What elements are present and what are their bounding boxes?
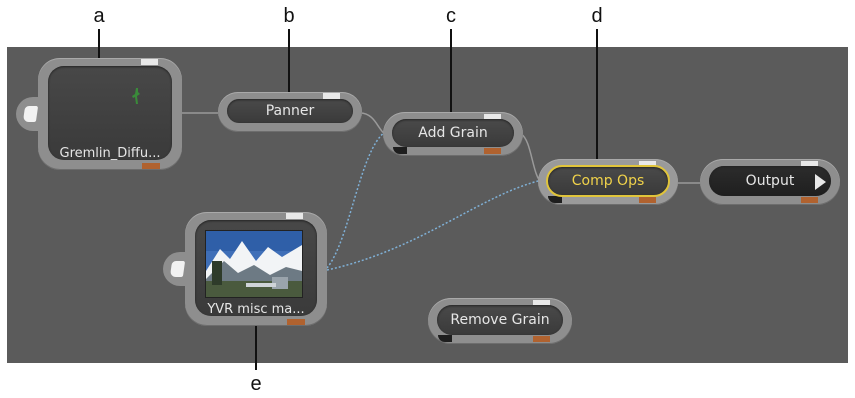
mountain-photo-thumbnail xyxy=(205,230,303,298)
node-panner[interactable]: Panner xyxy=(218,92,362,132)
node-label: Add Grain xyxy=(392,119,514,147)
node-label: Remove Grain xyxy=(437,305,563,335)
node-output[interactable]: Output xyxy=(700,159,840,205)
callout-d: d xyxy=(591,5,603,27)
mask-tab[interactable] xyxy=(548,196,562,203)
clip-node-gremlin[interactable]: Gremlin_Diffu... xyxy=(16,58,182,170)
input-tab[interactable] xyxy=(801,161,818,167)
play-arrow-icon xyxy=(815,174,826,190)
mask-tab[interactable] xyxy=(393,147,407,154)
output-tab[interactable] xyxy=(484,148,501,154)
callout-b: b xyxy=(283,5,295,27)
output-tab[interactable] xyxy=(639,197,656,203)
input-tab[interactable] xyxy=(533,300,550,306)
gremlin-figure-icon xyxy=(132,88,140,104)
page-icon xyxy=(169,261,186,277)
clip-label: Gremlin_Diffu... xyxy=(59,146,161,161)
callout-c: c xyxy=(446,5,456,27)
node-add-grain[interactable]: Add Grain xyxy=(383,112,523,156)
input-tab[interactable] xyxy=(323,93,340,99)
node-label: Output xyxy=(709,166,831,196)
node-comp-ops[interactable]: Comp Ops xyxy=(538,159,678,205)
clip-body xyxy=(48,66,172,160)
output-tab[interactable] xyxy=(801,197,818,203)
output-tab[interactable] xyxy=(142,163,160,169)
output-tab[interactable] xyxy=(533,336,550,342)
input-tab[interactable] xyxy=(484,114,501,120)
input-tab[interactable] xyxy=(141,59,158,65)
clip-label: YVR misc ma... xyxy=(207,302,305,317)
callout-a: a xyxy=(93,5,105,27)
page-icon xyxy=(22,106,39,122)
clip-node-yvr[interactable]: YVR misc ma... xyxy=(163,212,327,326)
input-tab[interactable] xyxy=(286,213,303,219)
node-label: Panner xyxy=(227,99,353,123)
node-remove-grain[interactable]: Remove Grain xyxy=(428,298,572,344)
callout-e: e xyxy=(250,373,262,395)
node-label: Comp Ops xyxy=(546,165,670,197)
output-tab[interactable] xyxy=(287,319,305,325)
mask-tab[interactable] xyxy=(438,335,452,342)
input-tab[interactable] xyxy=(639,161,656,167)
